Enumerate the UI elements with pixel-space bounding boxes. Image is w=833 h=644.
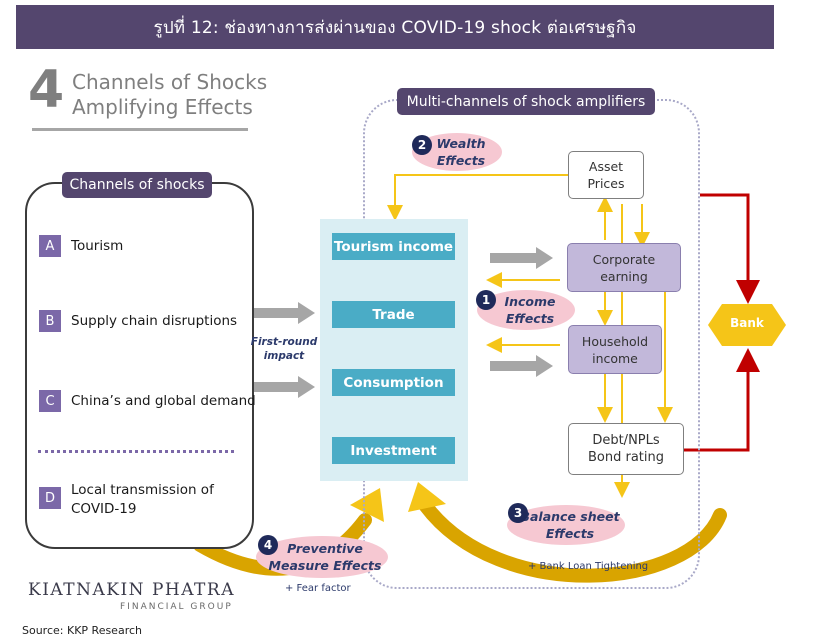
- corporate-earning-line1: Corporate: [592, 251, 656, 267]
- wealth-effect-arrow: [387, 174, 568, 221]
- balance-sheet-effects-line1: Balance sheet: [520, 509, 620, 524]
- bank-hexagon: [708, 304, 786, 346]
- component-to-node-arrows: [490, 247, 553, 377]
- effect-number-4: 4: [258, 535, 278, 555]
- preventive-measure-effects-ellipse: Preventive Measure Effects: [256, 536, 388, 578]
- bank-loan-tightening-note: + Bank Loan Tightening: [528, 561, 649, 572]
- channel-letter-d: D: [39, 487, 61, 509]
- bank-label: Bank: [730, 316, 764, 330]
- income-effect-arrows: [486, 272, 560, 353]
- channel-letter-c: C: [39, 390, 61, 412]
- effect-number-1: 1: [476, 290, 496, 310]
- channels-title-text: Channels of shocks: [69, 177, 205, 193]
- multichannel-title-text: Multi-channels of shock amplifiers: [406, 93, 646, 110]
- balance-sheet-effects-line2: Effects: [545, 526, 595, 541]
- household-income-line1: Household: [581, 333, 649, 349]
- channel-label-local-transmission-2: COVID-19: [71, 501, 137, 517]
- source-note: Source: KKP Research: [22, 624, 142, 637]
- effect-number-2: 2: [412, 135, 432, 155]
- company-logo-main: KIATNAKIN PHATRA: [28, 580, 235, 600]
- section-heading-line1: Channels of Shocks: [72, 70, 268, 94]
- channels-title: Channels of shocks: [62, 172, 212, 198]
- preventive-effects-line2: Measure Effects: [268, 558, 382, 573]
- node-corporate-earning: Corporate earning: [567, 243, 681, 292]
- component-tourism-income: Tourism income: [332, 233, 455, 260]
- income-effects-line1: Income: [504, 294, 556, 309]
- node-household-income: Household income: [568, 325, 662, 374]
- preventive-effects-line1: Preventive: [287, 541, 363, 556]
- component-trade: Trade: [332, 301, 455, 328]
- channel-label-local-transmission-1: Local transmission of: [71, 482, 214, 498]
- figure-title: รูปที่ 12: ช่องทางการส่งผ่านของ COVID-19…: [153, 17, 637, 38]
- first-round-impact-label: First-round impact: [250, 335, 318, 363]
- component-investment: Investment: [332, 437, 455, 464]
- component-consumption: Consumption: [332, 369, 455, 396]
- fear-factor-arrowhead: [350, 488, 384, 522]
- first-round-arrows: [254, 302, 315, 398]
- channel-letter-a: A: [39, 235, 61, 257]
- multichannel-title: Multi-channels of shock amplifiers: [397, 88, 655, 115]
- section-heading-line2: Amplifying Effects: [72, 95, 253, 119]
- asset-prices-line2: Prices: [587, 176, 625, 191]
- bank-arrow-top: [700, 193, 760, 304]
- balance-sheet-effects-ellipse: Balance sheet Effects: [507, 505, 625, 545]
- fear-factor-note: + Fear factor: [285, 583, 351, 594]
- balance-sheet-arrowhead: [408, 482, 446, 512]
- node-asset-prices: Asset Prices: [568, 151, 644, 199]
- company-logo-sub: FINANCIAL GROUP: [120, 602, 233, 612]
- debt-line1: Debt/NPLs: [592, 433, 660, 448]
- wealth-effects-line1: Wealth: [436, 136, 486, 151]
- effect-number-3: 3: [508, 503, 528, 523]
- channel-label-supply-chain: Supply chain disruptions: [71, 313, 238, 329]
- corporate-earning-line2: earning: [600, 268, 648, 284]
- channels-panel: [25, 182, 254, 549]
- income-effects-line2: Effects: [505, 311, 555, 326]
- first-round-line1: First-round: [250, 336, 318, 348]
- wealth-effects-line2: Effects: [436, 153, 486, 168]
- figure-title-banner: รูปที่ 12: ช่องทางการส่งผ่านของ COVID-19…: [16, 5, 774, 49]
- channel-letter-b: B: [39, 310, 61, 332]
- bank-arrow-bottom: [684, 348, 760, 452]
- household-income-line2: income: [592, 350, 638, 366]
- asset-prices-line1: Asset: [588, 159, 624, 174]
- channels-divider: [38, 450, 234, 453]
- heading-underline: [32, 128, 248, 131]
- node-debt-npls: Debt/NPLs Bond rating: [568, 423, 684, 475]
- first-round-line2: impact: [263, 350, 305, 362]
- debt-line2: Bond rating: [587, 450, 664, 465]
- channel-label-tourism: Tourism: [71, 238, 124, 254]
- section-number: 4: [28, 60, 65, 120]
- channel-label-global-demand: China’s and global demand: [71, 393, 256, 409]
